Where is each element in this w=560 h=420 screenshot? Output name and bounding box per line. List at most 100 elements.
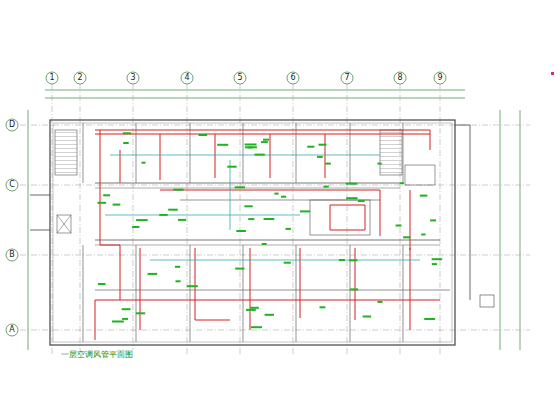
annotation-mark xyxy=(123,132,131,134)
annotation-mark xyxy=(325,163,331,165)
grid-label: 5 xyxy=(237,73,242,83)
annotation-mark xyxy=(262,243,267,245)
annotation-mark xyxy=(227,166,236,168)
annotation-mark xyxy=(430,219,436,221)
wall xyxy=(190,123,191,183)
annotation-mark xyxy=(424,318,435,320)
annotation-mark xyxy=(251,326,262,328)
grid-line xyxy=(20,125,530,126)
grid-label: D xyxy=(9,120,15,130)
grid-bubble xyxy=(234,72,246,84)
annotation-mark xyxy=(132,226,139,228)
annotation-mark xyxy=(307,146,314,148)
grid-label: 3 xyxy=(130,73,135,83)
air-duct xyxy=(100,130,440,300)
wall xyxy=(136,123,137,183)
annotation-mark xyxy=(175,266,180,268)
annotation-mark xyxy=(349,259,357,261)
annotation-mark xyxy=(217,144,228,146)
grid-line xyxy=(347,84,348,355)
grid-label: 4 xyxy=(184,73,189,83)
air-duct xyxy=(300,248,301,318)
grid-line xyxy=(133,84,134,355)
grid-label: 1 xyxy=(49,73,54,83)
grid-line xyxy=(20,185,530,186)
annotation-mark xyxy=(320,306,326,308)
grid-bubble xyxy=(341,72,353,84)
grid-label: A xyxy=(9,325,14,335)
annotation-mark xyxy=(176,280,181,282)
wall xyxy=(243,123,244,183)
annotation-mark xyxy=(235,186,245,188)
annotation-mark xyxy=(112,321,124,323)
grid-line xyxy=(187,84,188,355)
annotation-mark xyxy=(339,259,345,261)
annotation-mark xyxy=(255,154,265,156)
grid-line xyxy=(52,84,53,355)
wall xyxy=(83,245,84,342)
annotation-mark xyxy=(420,195,428,197)
grid-line xyxy=(440,84,441,355)
air-duct xyxy=(355,248,356,320)
annotation-mark xyxy=(363,316,371,318)
water-pipe xyxy=(110,155,380,156)
drawing-title: 一层空调风管平面图 xyxy=(60,350,134,360)
water-pipe xyxy=(230,160,231,230)
grid-label: 6 xyxy=(290,73,295,83)
annotation-mark xyxy=(396,225,402,227)
grid-bubble xyxy=(6,119,18,131)
air-duct xyxy=(330,205,365,230)
annotation-mark xyxy=(245,144,257,146)
wall xyxy=(310,200,370,235)
wall xyxy=(296,245,297,342)
annotation-mark xyxy=(350,288,358,290)
annotation-mark xyxy=(236,230,246,232)
annotation-mark xyxy=(250,307,259,309)
annotation-mark xyxy=(248,218,254,220)
annotation-mark xyxy=(173,189,183,191)
annotation-mark xyxy=(103,194,110,196)
annotation-mark xyxy=(122,318,128,320)
wall xyxy=(403,123,404,183)
annotation-mark xyxy=(159,214,167,216)
annotation-mark xyxy=(400,182,404,184)
grid-bubble xyxy=(6,324,18,336)
grid-line xyxy=(293,84,294,355)
grid-bubble xyxy=(434,72,446,84)
annotation-mark xyxy=(284,262,291,264)
annotation-mark xyxy=(261,141,268,143)
air-duct xyxy=(140,248,141,330)
annotation-mark xyxy=(136,312,145,314)
annotation-mark xyxy=(377,163,381,165)
annotation-mark xyxy=(244,205,252,207)
air-duct xyxy=(95,130,430,150)
annotation-mark xyxy=(403,236,410,238)
annotation-mark xyxy=(286,228,291,230)
wall xyxy=(83,123,84,183)
annotation-mark xyxy=(358,200,365,202)
annotation-mark xyxy=(122,308,131,310)
annotation-mark xyxy=(178,219,186,221)
annotation-mark xyxy=(113,204,121,206)
annotation-mark xyxy=(432,263,437,265)
annotation-mark xyxy=(98,283,106,285)
annotation-mark xyxy=(142,162,146,164)
grid-bubble xyxy=(74,72,86,84)
grid-bubble xyxy=(46,72,58,84)
annotation-mark xyxy=(346,197,357,199)
air-duct xyxy=(95,134,430,135)
annotation-mark xyxy=(265,314,274,316)
annotation-mark xyxy=(432,258,443,260)
grid-line xyxy=(400,84,401,355)
annotation-mark xyxy=(264,218,275,220)
air-duct xyxy=(160,190,380,236)
annotation-mark xyxy=(136,219,148,221)
annotation-mark xyxy=(235,268,244,270)
annotation-mark xyxy=(198,134,207,136)
annotation-mark xyxy=(281,196,286,198)
grid-bubble xyxy=(287,72,299,84)
wall xyxy=(350,123,351,183)
water-pipe xyxy=(105,215,300,216)
grid-bubble xyxy=(6,249,18,261)
